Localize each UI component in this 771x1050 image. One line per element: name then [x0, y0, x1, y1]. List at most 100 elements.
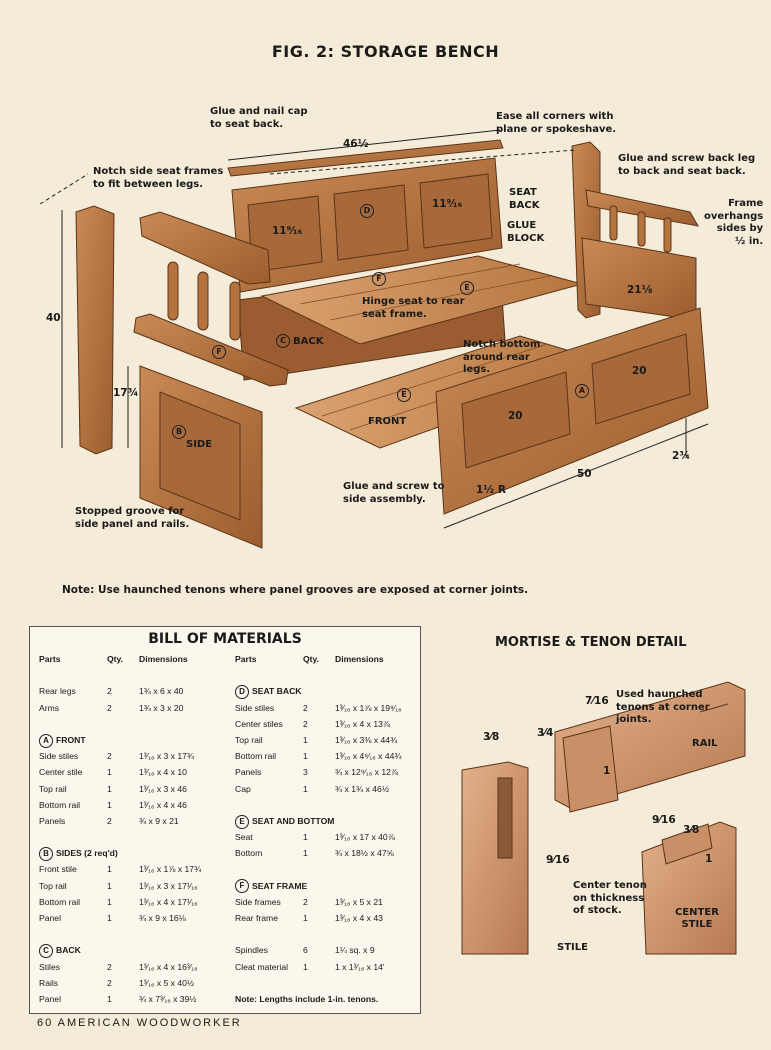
- callout-glue-screw-front: Glue and screw to side assembly.: [343, 481, 445, 505]
- bom-title: BILL OF MATERIALS: [148, 631, 302, 647]
- part-label-d: D: [360, 204, 377, 218]
- dim-20-left: 20: [508, 410, 523, 422]
- dim-9-16-right: 9⁄16: [652, 814, 676, 826]
- bom-spacer: [235, 926, 402, 942]
- dim-50: 50: [577, 468, 592, 480]
- callout-stopped-groove: Stopped groove for side panel and rails.: [75, 506, 190, 530]
- callout-ease-corners: Ease all corners with plane or spokeshav…: [496, 111, 617, 135]
- part-label-f-top: F: [372, 272, 389, 286]
- side-seat-frame: [133, 313, 289, 387]
- dim-17-3-4: 17¾: [113, 387, 139, 399]
- label-glue-block: GLUE BLOCK: [507, 220, 545, 244]
- mortise-tenon-illustration: [461, 681, 746, 955]
- callout-hinge-seat: Hinge seat to rear seat frame.: [362, 296, 465, 320]
- bom-spacer: [39, 926, 201, 942]
- callout-glue-screw-back: Glue and screw back leg to back and seat…: [618, 153, 756, 177]
- bom-spacer: [235, 797, 402, 813]
- bom-footnote: Note: Lengths include 1-in. tenons.: [235, 993, 379, 1004]
- dim-11-9-16-left: 11⁹⁄₁₆: [272, 225, 303, 237]
- bom-spacer: [39, 716, 201, 732]
- callout-used-haunched: Used haunched tenons at corner joints.: [616, 689, 710, 725]
- dim-1-5-r: 1½ R: [476, 484, 506, 496]
- dim-21-1-8: 21⅛: [627, 284, 653, 296]
- part-label-f-side: F: [212, 345, 229, 359]
- label-front: FRONT: [368, 416, 407, 427]
- dim-3-8-right: 3⁄8: [683, 824, 700, 836]
- callout-notch-side: Notch side seat frames to fit between le…: [93, 166, 224, 190]
- label-rail: RAIL: [692, 738, 718, 749]
- bom-spacer: [39, 829, 201, 845]
- figure-title: FIG. 2: STORAGE BENCH: [271, 42, 500, 61]
- dim-20-right: 20: [632, 365, 647, 377]
- bom-spacer: [235, 975, 402, 991]
- bench-exploded-illustration: [39, 129, 709, 549]
- dim-2-3-4: 2¾: [672, 450, 691, 462]
- part-label-e-top: E: [460, 281, 477, 295]
- dim-3-4: 3⁄4: [537, 727, 554, 739]
- page-footer: 60 AMERICAN WOODWORKER: [37, 1017, 242, 1029]
- label-seat-back: SEAT BACK: [509, 187, 540, 211]
- dim-46-5: 46½: [343, 138, 369, 150]
- seat-back-cap: [227, 139, 504, 177]
- part-label-e-bottom: E: [397, 388, 414, 402]
- callout-notch-bottom: Notch bottom around rear legs.: [463, 339, 541, 375]
- dim-11-9-16-right: 11⁹⁄₁₆: [432, 198, 463, 210]
- callout-glue-nail-cap: Glue and nail cap to seat back.: [210, 106, 308, 130]
- dim-40: 40: [46, 312, 61, 324]
- dim-3-8-left: 3⁄8: [483, 731, 500, 743]
- left-rear-leg: [75, 205, 115, 455]
- dim-1-center: 1: [705, 853, 713, 865]
- dim-9-16-left: 9⁄16: [546, 854, 570, 866]
- dim-7-16: 7⁄16: [585, 695, 609, 707]
- part-label-a: A: [575, 384, 592, 398]
- left-arm: [139, 211, 271, 285]
- figure-note: Note: Use haunched tenons where panel gr…: [62, 584, 529, 596]
- callout-center-tenon: Center tenon on thickness of stock.: [573, 880, 647, 916]
- label-stile: STILE: [557, 942, 588, 953]
- callout-frame-overhangs: Frame overhangs sides by ½ in.: [704, 198, 764, 247]
- bom-spacer: [235, 861, 402, 877]
- mortise-tenon-title: MORTISE & TENON DETAIL: [495, 635, 687, 650]
- right-arm: [585, 189, 699, 227]
- label-center-stile: CENTER STILE: [675, 907, 719, 930]
